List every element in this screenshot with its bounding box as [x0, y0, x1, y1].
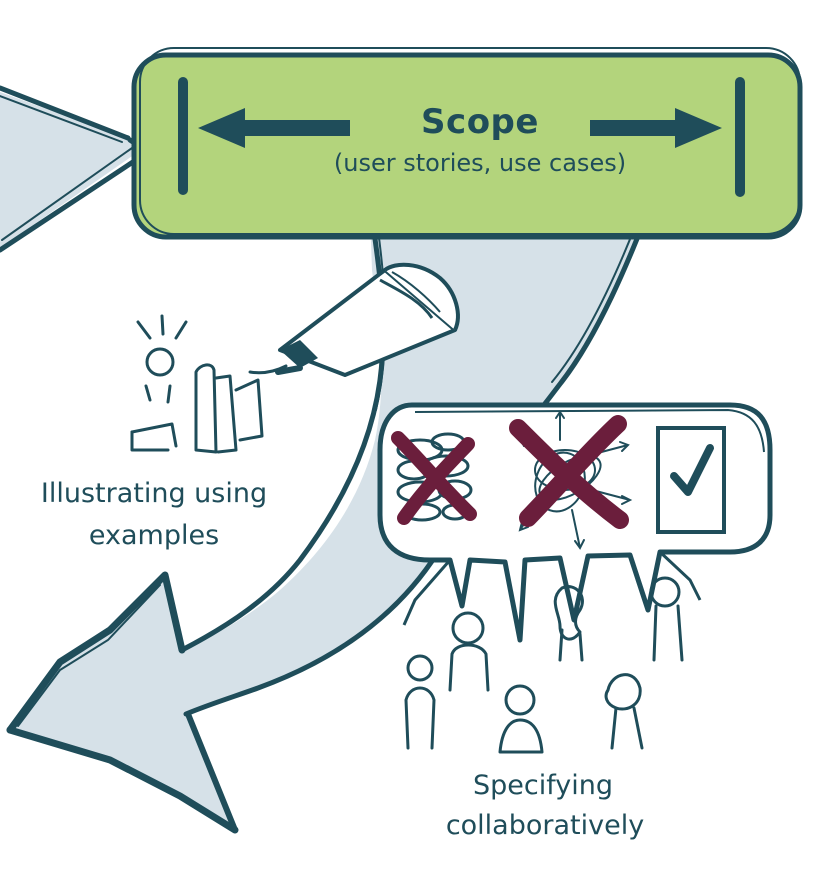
scope-box — [131, 47, 803, 240]
scope-subtitle: (user stories, use cases) — [333, 149, 627, 177]
illustrating-label-line1: Illustrating using — [40, 478, 268, 509]
checkbox-check-icon — [656, 426, 726, 534]
left-arrow-icon — [198, 108, 350, 148]
people-group-icon — [404, 576, 684, 754]
cross-mark-right-icon — [509, 415, 629, 529]
specifying-label-line2: collaboratively — [445, 810, 645, 841]
idea-figure-icon — [130, 314, 288, 454]
illustrating-label-line2: examples — [88, 520, 220, 551]
incoming-arrow — [0, 85, 151, 253]
scope-title: Scope — [421, 102, 539, 142]
right-arrow-icon — [590, 108, 722, 148]
cross-mark-left-icon — [391, 431, 477, 525]
pencil-icon — [275, 262, 460, 377]
specifying-label-line1: Specifying — [473, 770, 613, 801]
